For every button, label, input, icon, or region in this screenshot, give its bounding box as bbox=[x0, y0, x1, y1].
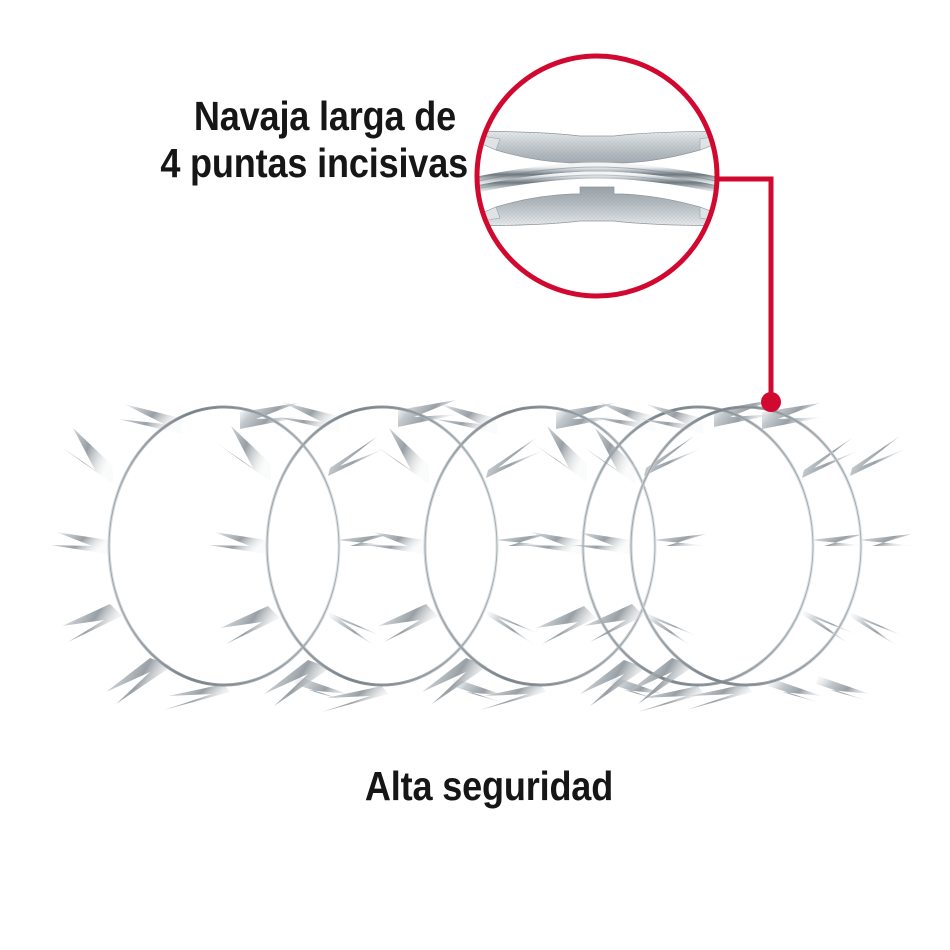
callout-title: Navaja larga de 4 puntas incisivas bbox=[160, 93, 468, 187]
razor-wire-coil bbox=[524, 400, 870, 712]
core-wire-strands bbox=[479, 162, 715, 195]
product-caption: Alta seguridad bbox=[0, 762, 950, 810]
razor-wire-coil bbox=[208, 400, 554, 712]
blade-detail-magnifier bbox=[474, 53, 720, 299]
product-caption-text: Alta seguridad bbox=[364, 763, 614, 809]
magnifier-ring bbox=[474, 53, 720, 299]
blade-plate-upper bbox=[479, 130, 715, 171]
callout-title-line-2: 4 puntas incisivas bbox=[160, 140, 468, 186]
razor-wire-coil bbox=[572, 403, 918, 710]
leader-endpoint-dot bbox=[761, 392, 781, 412]
callout-title-line-1: Navaja larga de bbox=[193, 93, 456, 139]
razor-wire-coil-group bbox=[50, 400, 918, 712]
blade-barb-closeup bbox=[479, 130, 715, 227]
callout-leader-line bbox=[719, 176, 781, 412]
razor-wire-coil bbox=[50, 403, 396, 710]
razor-wire-coil bbox=[366, 403, 712, 710]
